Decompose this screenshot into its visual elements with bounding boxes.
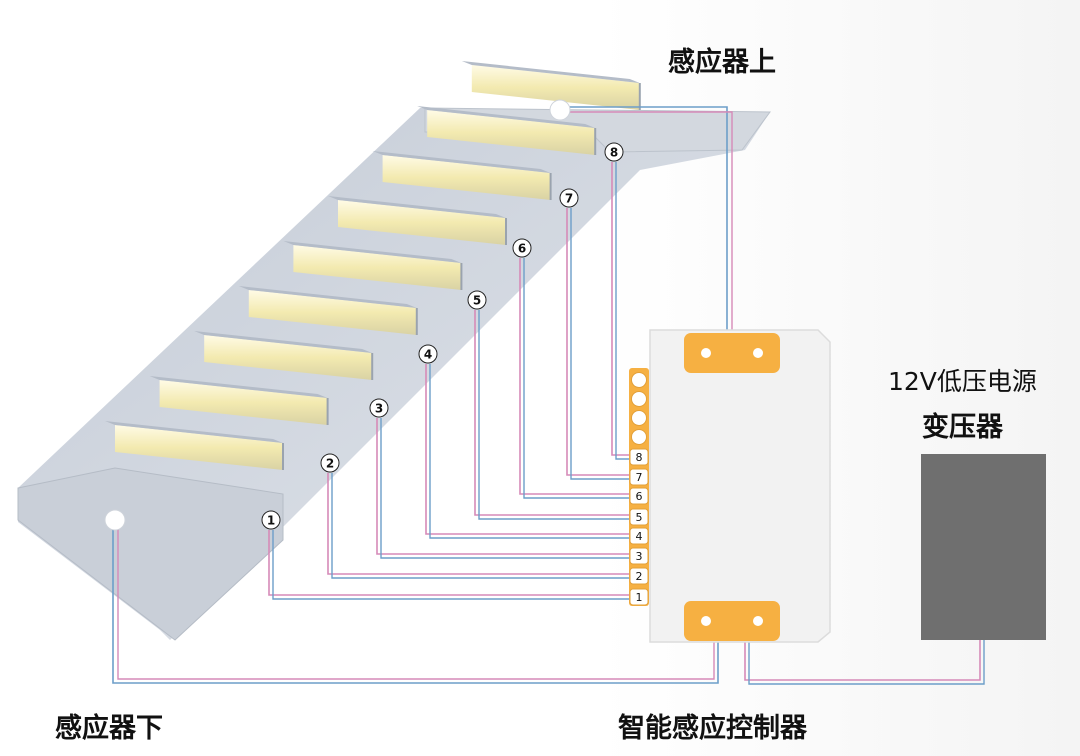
sensor-bottom-wire — [112, 523, 719, 684]
step-marker-circle — [261, 510, 281, 530]
empty-pin — [631, 372, 647, 388]
stair-tread — [461, 61, 640, 83]
pin-number: 4 — [636, 530, 643, 543]
step-wire — [425, 364, 633, 535]
stair-tread — [238, 286, 417, 308]
pin-number: 7 — [636, 471, 643, 484]
sensor-top-label: 感应器上 — [668, 47, 776, 78]
stair-riser-led — [338, 200, 506, 245]
pin-slot — [629, 547, 649, 565]
controller-bottom-connector-hole — [701, 616, 711, 626]
stair-riser-led — [248, 290, 417, 335]
step-wire — [429, 364, 633, 539]
sensor-top-dot — [549, 99, 571, 121]
wires — [112, 106, 985, 685]
empty-pin — [631, 429, 647, 445]
step-number: 1 — [267, 514, 275, 528]
controller-top-connector-hole — [701, 348, 711, 358]
step-wire — [331, 473, 633, 579]
stair-riser-led — [427, 110, 596, 155]
controller-body — [649, 329, 831, 643]
pin-slot — [629, 468, 649, 486]
staircase — [17, 61, 771, 641]
transformer-label: 变压器 — [922, 412, 1003, 443]
sensor-bottom-label: 感应器下 — [55, 713, 163, 744]
step-wire — [611, 162, 633, 456]
power-wire — [748, 640, 985, 685]
controller-bottom-connector — [684, 601, 780, 641]
transformer-box — [921, 454, 1046, 640]
step-wire — [570, 208, 633, 480]
sensor-top-wire — [560, 106, 728, 335]
power-voltage-label: 12V低压电源 — [888, 367, 1037, 396]
pin-slot — [629, 448, 649, 466]
pin-slot — [629, 588, 649, 606]
step-wire — [380, 418, 633, 559]
step-wire — [376, 418, 633, 555]
step-marker-circle — [369, 398, 389, 418]
step-marker-circle — [320, 453, 340, 473]
controller-bottom-connector-hole — [753, 616, 763, 626]
sensor-bottom-dot — [104, 509, 126, 531]
controller-top-connector-hole — [753, 348, 763, 358]
controller-top-connector — [684, 333, 780, 373]
step-marker-circle — [418, 344, 438, 364]
pin-number: 6 — [636, 490, 643, 503]
devices: 1 2 3 4 5 6 7 8 — [104, 99, 1046, 643]
pin-number: 2 — [636, 570, 643, 583]
pin-number: 1 — [636, 591, 643, 604]
step-wire — [268, 530, 633, 596]
stair-tread — [417, 106, 596, 128]
stair-riser-led — [159, 380, 328, 425]
stair-tread — [283, 241, 462, 263]
pin-strip — [629, 368, 649, 606]
pin-slot — [629, 487, 649, 505]
step-marker-circle — [559, 188, 579, 208]
sensor-top-wire — [560, 111, 733, 335]
pin-number: 5 — [636, 511, 643, 524]
empty-pin — [631, 410, 647, 426]
sensor-bottom-wire — [117, 523, 715, 680]
step-number: 2 — [326, 457, 334, 471]
stair-tread — [372, 151, 551, 173]
stair-tread — [105, 421, 283, 443]
pin-slot — [629, 508, 649, 526]
floor-slab — [17, 467, 284, 641]
stair-riser-led — [471, 65, 640, 110]
step-wire — [474, 310, 633, 516]
pin-slot — [629, 567, 649, 585]
step-wire — [523, 258, 633, 499]
step-marker-circle — [467, 290, 487, 310]
stair-riser-led — [382, 155, 551, 200]
step-number: 7 — [565, 192, 573, 206]
step-wire — [566, 208, 633, 476]
step-marker-circle — [604, 142, 624, 162]
step-marker-circle — [512, 238, 532, 258]
step-number: 4 — [424, 348, 432, 362]
step-number: 3 — [375, 402, 383, 416]
stair-tread — [149, 376, 328, 398]
step-number: 6 — [518, 242, 526, 256]
step-wire — [519, 258, 633, 495]
controller-label: 智能感应控制器 — [618, 713, 807, 744]
pin-slot — [629, 527, 649, 545]
step-number: 5 — [473, 294, 481, 308]
stair-tread — [194, 331, 373, 353]
step-wire — [272, 530, 633, 600]
empty-pin — [631, 391, 647, 407]
step-wire — [615, 162, 633, 460]
pin-number: 8 — [636, 451, 643, 464]
step-number: 8 — [610, 146, 618, 160]
stair-riser-led — [204, 335, 373, 380]
step-wire — [478, 310, 633, 520]
stair-tread — [328, 196, 506, 218]
pin-number: 3 — [636, 550, 643, 563]
stair-riser-led — [293, 245, 462, 290]
stair-riser-led — [115, 425, 283, 470]
step-markers: 1 2 3 4 5 6 7 8 — [261, 142, 624, 530]
step-wire — [327, 473, 633, 575]
power-wire — [744, 640, 981, 681]
